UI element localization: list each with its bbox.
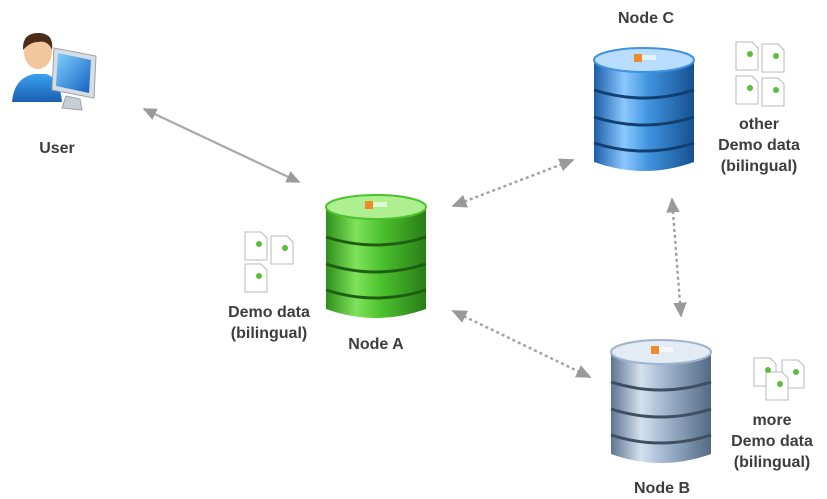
data-label-line: Demo data [731, 433, 813, 450]
node-b-label: Node B [634, 480, 690, 497]
user-label: User [39, 140, 75, 157]
data-label-line: more [752, 412, 792, 429]
database-icon[interactable] [592, 46, 696, 178]
data-label-line: (bilingual) [733, 454, 811, 471]
data-label-line: (bilingual) [720, 158, 798, 175]
documents-icon [753, 357, 805, 401]
node-c-label: Node C [618, 10, 674, 27]
connection-node-a-node-c [451, 158, 575, 208]
data-label-line: Demo data [718, 137, 800, 154]
data-label-line: Demo data [228, 304, 310, 321]
connection-node-a-node-b [451, 309, 592, 379]
node-b-data-label: more Demo data (bilingual) [720, 410, 824, 473]
node-a-data-label: Demo data (bilingual) [214, 302, 324, 344]
documents-icon [735, 41, 785, 107]
database-icon[interactable] [609, 338, 713, 470]
data-label-line: other [739, 116, 779, 133]
connection-user-node-a [142, 108, 301, 183]
user-at-computer-icon [12, 32, 97, 111]
node-a-label: Node A [348, 336, 404, 353]
database-icon[interactable] [323, 193, 429, 325]
node-c-data-label: other Demo data (bilingual) [700, 114, 818, 177]
data-label-line: (bilingual) [230, 325, 308, 342]
documents-icon [244, 231, 294, 293]
connection-node-c-node-b [666, 197, 687, 318]
